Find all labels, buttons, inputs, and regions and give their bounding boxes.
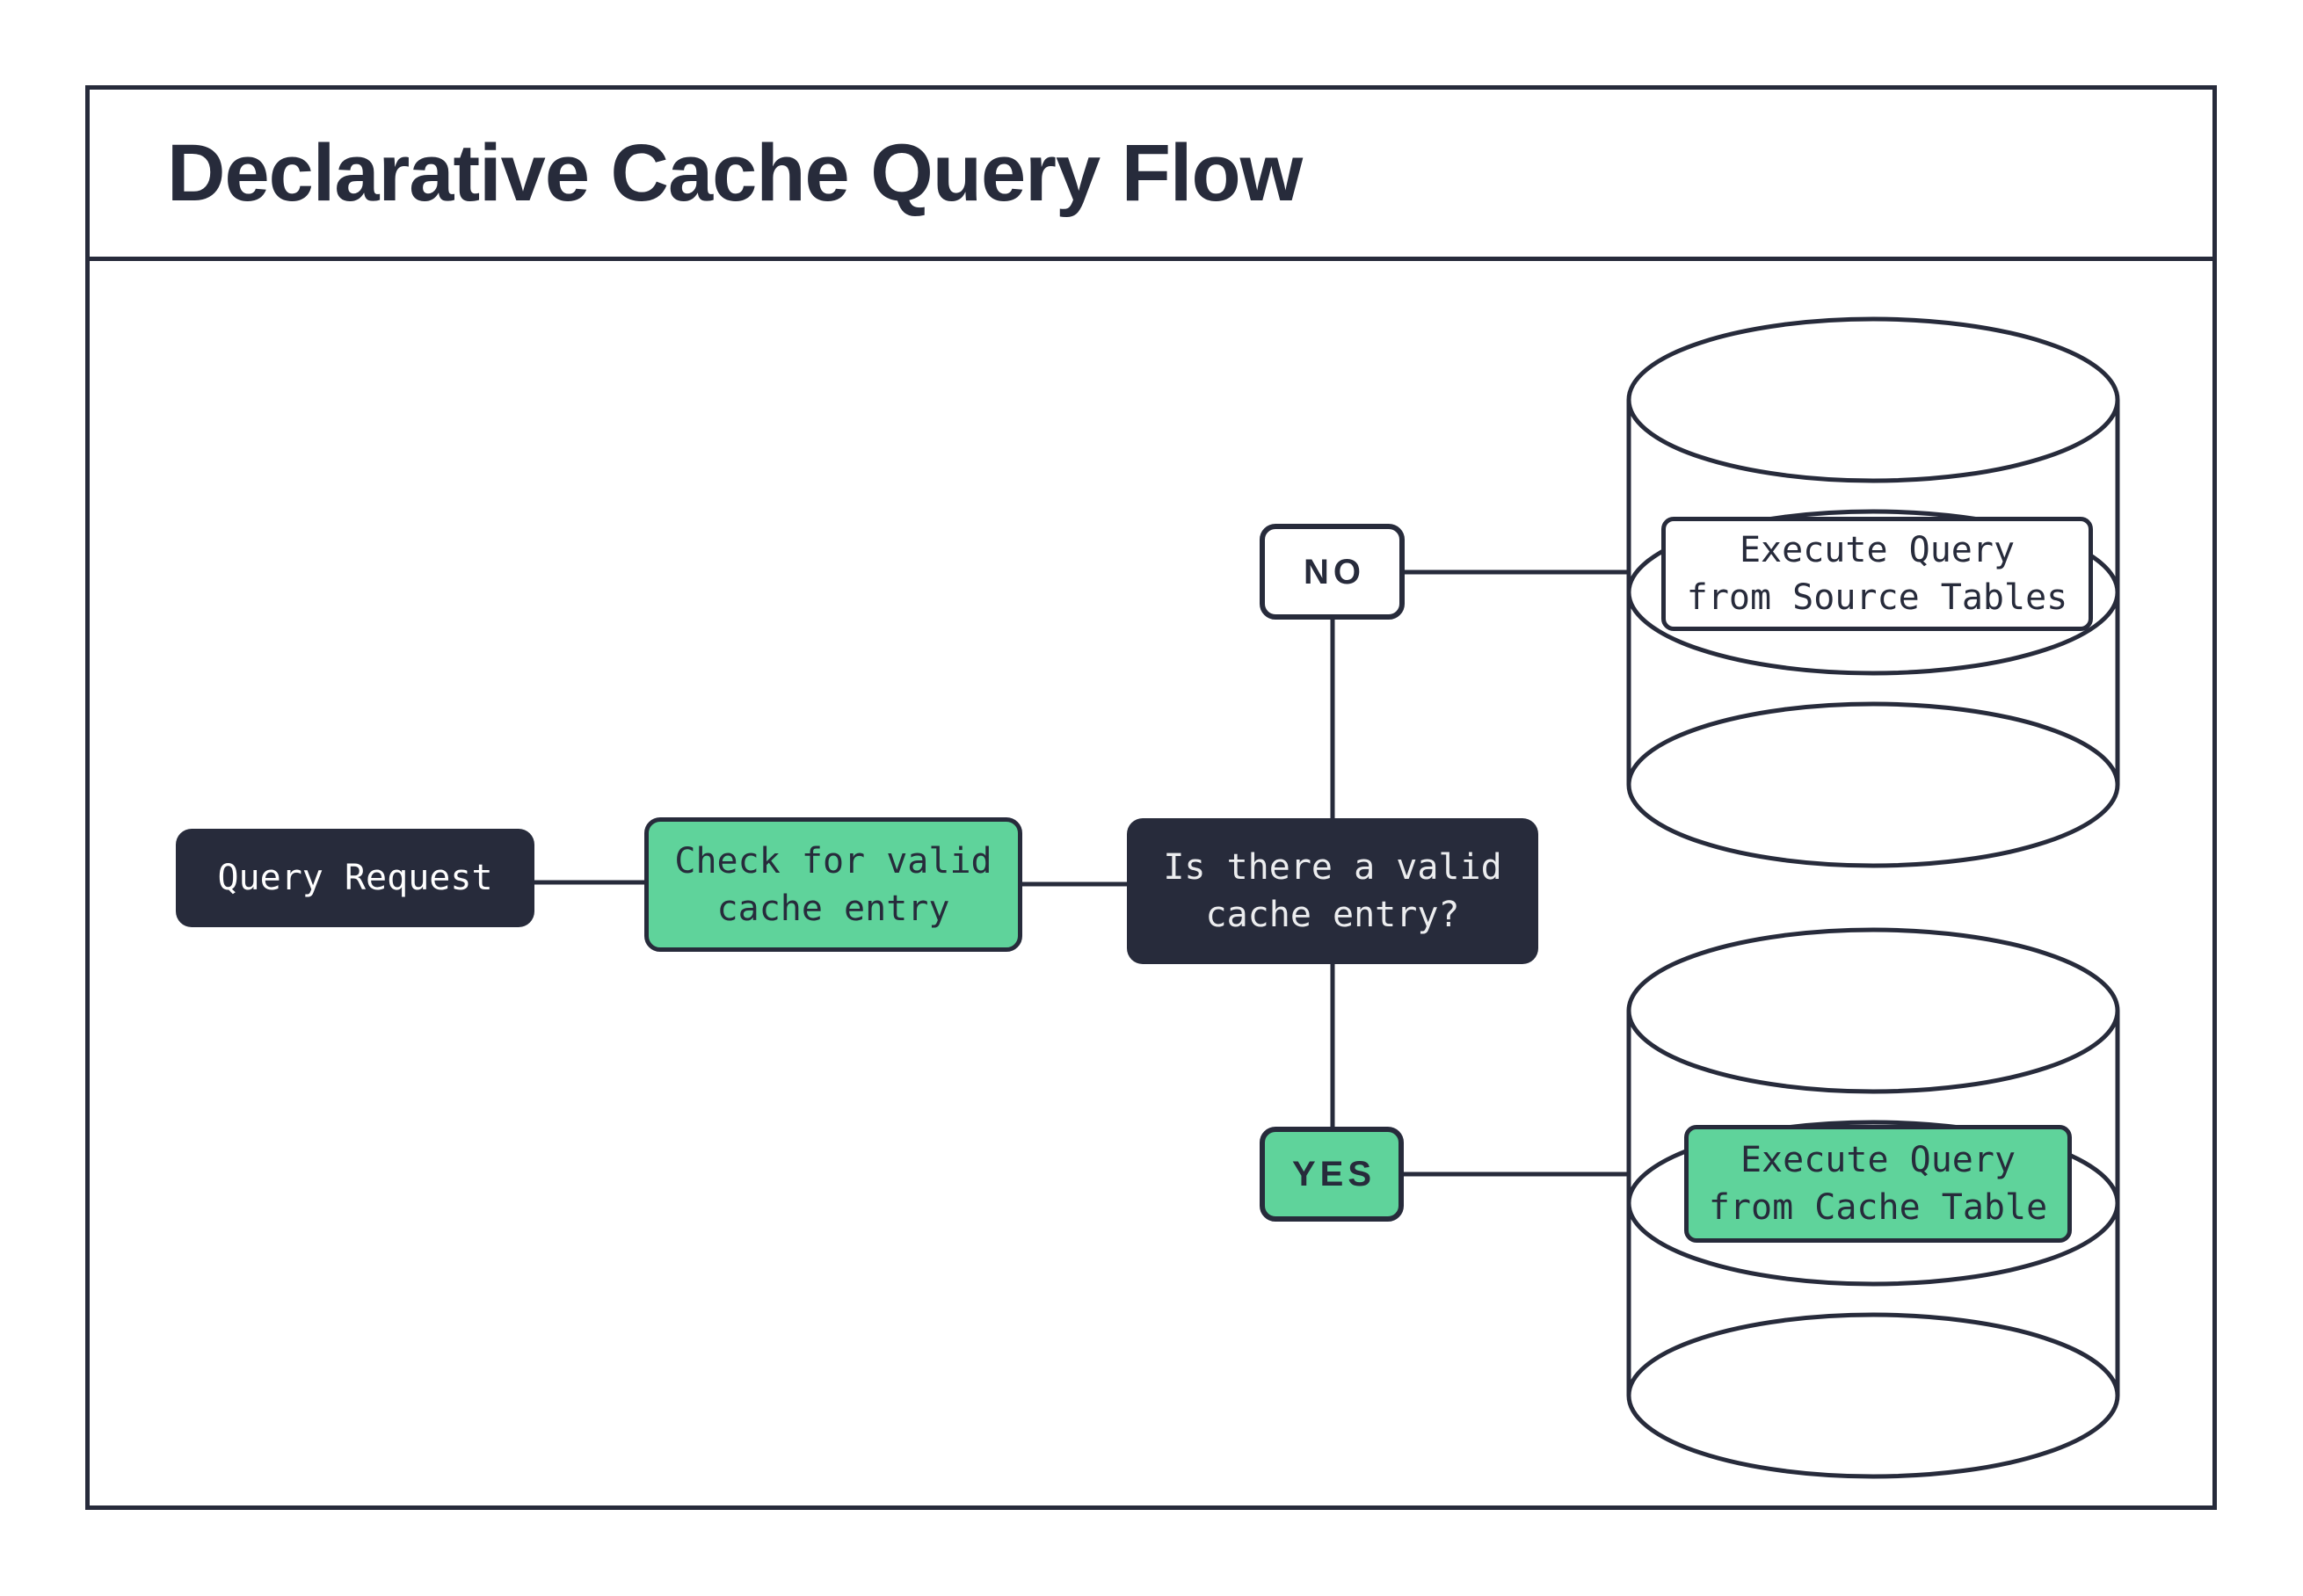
diagram-header: Declarative Cache Query Flow	[90, 90, 2212, 261]
node-query-request: Query Request	[176, 829, 534, 927]
cache-db-label: Execute Query from Cache Table	[1684, 1125, 2072, 1243]
source-db-line2: from Source Tables	[1686, 577, 2068, 618]
node-check-cache-line2: cache entry	[716, 888, 950, 929]
source-db-label: Execute Query from Source Tables	[1661, 517, 2093, 631]
node-check-cache: Check for valid cache entry	[644, 817, 1022, 952]
connector-lines	[534, 569, 1629, 1177]
branch-yes-label: YES	[1291, 1155, 1377, 1193]
cache-db-line2: from Cache Table	[1708, 1187, 2048, 1228]
source-database-icon	[1626, 316, 2120, 868]
node-query-request-label: Query Request	[217, 858, 493, 898]
node-decision-line1: Is there a valid	[1163, 847, 1502, 888]
branch-no: NO	[1260, 524, 1405, 620]
page-title: Declarative Cache Query Flow	[167, 127, 1303, 218]
cache-db-line1: Execute Query	[1740, 1140, 2016, 1180]
branch-no-label: NO	[1304, 552, 1365, 591]
diagram-frame	[85, 85, 2217, 1510]
branch-yes: YES	[1260, 1127, 1404, 1222]
node-check-cache-line1: Check for valid	[674, 840, 992, 881]
node-decision-line2: cache entry?	[1205, 895, 1460, 935]
source-db-line1: Execute Query	[1739, 530, 2016, 570]
cache-database-icon	[1626, 927, 2120, 1479]
node-decision: Is there a valid cache entry?	[1127, 818, 1538, 964]
